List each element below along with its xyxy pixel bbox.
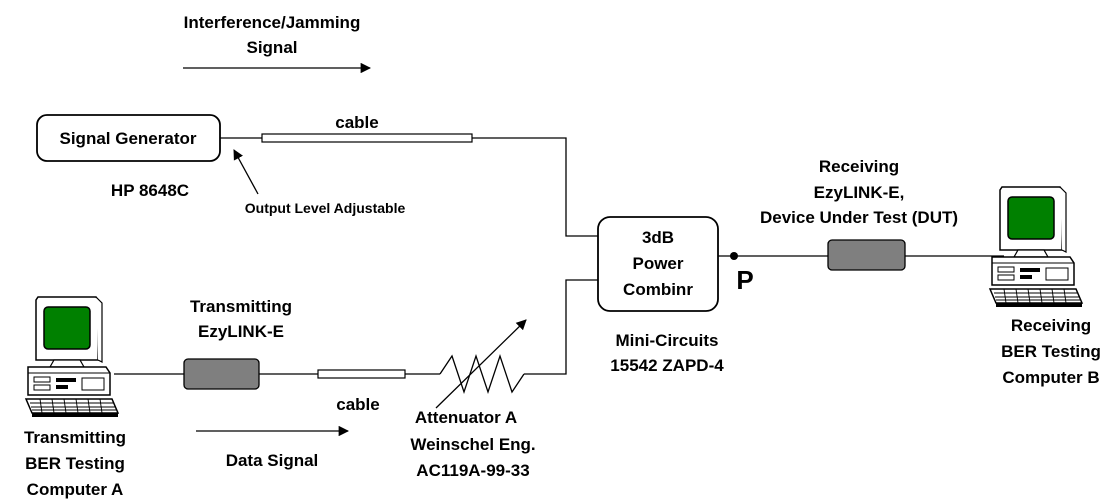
tx-computer-line3: Computer A bbox=[27, 480, 124, 499]
hp-model-label: HP 8648C bbox=[111, 181, 189, 200]
rx-computer-line1: Receiving bbox=[1011, 316, 1091, 335]
bottom-cable bbox=[317, 369, 406, 379]
receiving-computer-icon bbox=[989, 186, 1083, 308]
tx-computer-line1: Transmitting bbox=[24, 428, 126, 447]
combiner-label-line1: 3dB bbox=[642, 228, 674, 247]
power-combiner-box bbox=[597, 216, 719, 312]
attenuator-label-line2: Weinschel Eng. bbox=[410, 435, 535, 454]
output-level-pointer bbox=[233, 149, 259, 195]
receiving-dut-device bbox=[827, 239, 906, 271]
rx-computer-line2: BER Testing bbox=[1001, 342, 1101, 361]
mini-circuits-line2: 15542 ZAPD-4 bbox=[610, 356, 724, 375]
top-wire-continued bbox=[472, 137, 598, 237]
attenuator-to-combiner-wire bbox=[524, 279, 598, 375]
top-cable bbox=[261, 133, 473, 143]
cable-bottom-label: cable bbox=[336, 395, 379, 414]
interference-label-line1: Interference/Jamming bbox=[184, 13, 361, 32]
point-p-dot bbox=[730, 252, 738, 260]
attenuator-label-line3: AC119A-99-33 bbox=[416, 461, 529, 480]
transmitting-computer-icon bbox=[25, 296, 119, 418]
mini-circuits-line1: Mini-Circuits bbox=[616, 331, 719, 350]
transmitting-label-line1: Transmitting bbox=[190, 297, 292, 316]
output-level-label: Output Level Adjustable bbox=[245, 200, 406, 216]
tx-computer-line2: BER Testing bbox=[25, 454, 125, 473]
receiving-label-line1: Receiving bbox=[819, 157, 899, 176]
data-signal-label: Data Signal bbox=[226, 451, 319, 470]
combiner-label-line2: Power bbox=[632, 254, 683, 273]
combiner-label-line3: Combinr bbox=[623, 280, 693, 299]
rx-computer-line3: Computer B bbox=[1002, 368, 1099, 387]
receiving-label-line2: EzyLINK-E, bbox=[814, 183, 905, 202]
cable-top-label: cable bbox=[335, 113, 378, 132]
signal-generator-label: Signal Generator bbox=[60, 129, 197, 148]
interference-label-line2: Signal bbox=[246, 38, 297, 57]
attenuator-icon bbox=[435, 319, 527, 409]
receiving-label-line3: Device Under Test (DUT) bbox=[760, 208, 958, 227]
attenuator-label-line1: Attenuator A bbox=[415, 408, 517, 427]
point-p-label: P bbox=[736, 265, 753, 295]
transmitting-label-line2: EzyLINK-E bbox=[198, 322, 284, 341]
transmitting-ezylink-device bbox=[183, 358, 260, 390]
